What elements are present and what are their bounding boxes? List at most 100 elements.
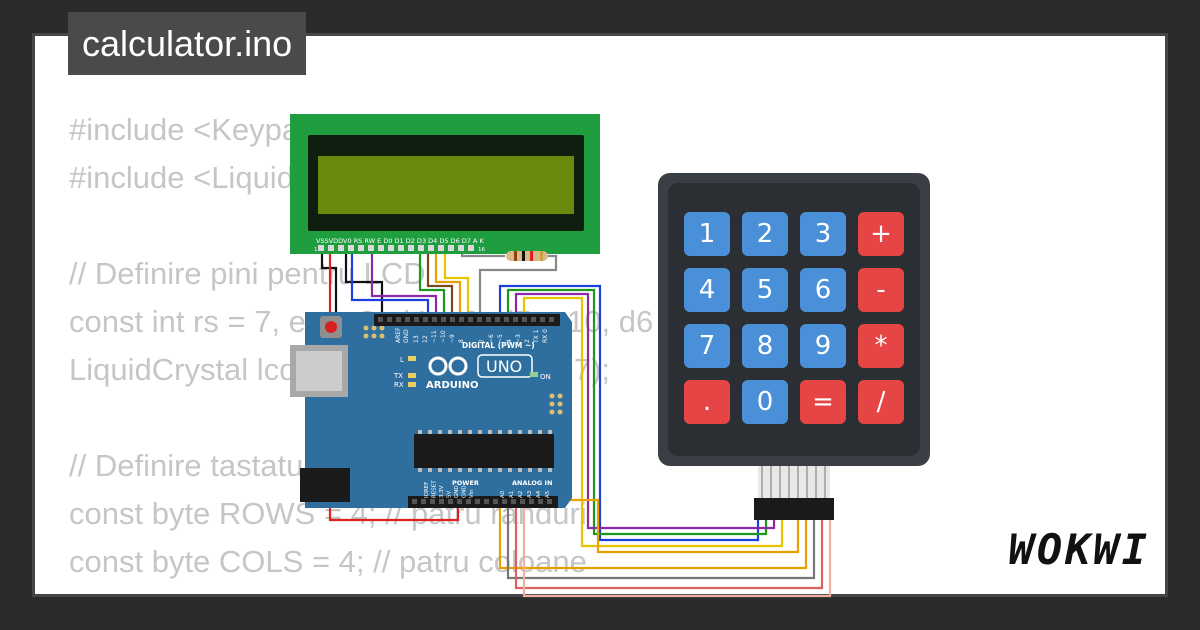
header-hole[interactable] — [396, 317, 401, 322]
header-hole[interactable] — [495, 317, 500, 322]
lcd-pin[interactable] — [398, 245, 404, 251]
keypad-key-cap — [742, 212, 788, 256]
lcd-screen — [318, 156, 574, 214]
chip-pin — [548, 468, 552, 472]
digital-label: DIGITAL (PWM ~) — [462, 341, 535, 350]
header-hole[interactable] — [459, 317, 464, 322]
header-hole[interactable] — [468, 317, 473, 322]
lcd-pin[interactable] — [318, 245, 324, 251]
header-hole[interactable] — [538, 499, 543, 504]
header-hole[interactable] — [513, 317, 518, 322]
header-hole[interactable] — [378, 317, 383, 322]
digital-pin-label: 2 — [524, 339, 531, 343]
keypad-key[interactable]: . — [684, 380, 730, 424]
chip-pin — [508, 468, 512, 472]
lcd-pin[interactable] — [458, 245, 464, 251]
header-hole[interactable] — [387, 317, 392, 322]
power-label: POWER — [452, 479, 479, 487]
digital-pin-label: TX 1 — [533, 329, 540, 344]
header-hole[interactable] — [502, 499, 507, 504]
keypad-key[interactable]: 4 — [684, 268, 730, 312]
keypad-key[interactable]: + — [858, 212, 904, 256]
keypad-key[interactable]: / — [858, 380, 904, 424]
lcd-pin[interactable] — [468, 245, 474, 251]
lcd-module[interactable]: VSSVDDV0 RS RW E D0 D1 D2 D3 D4 D5 D6 D7… — [290, 114, 600, 254]
header-hole[interactable] — [423, 317, 428, 322]
keypad-key[interactable]: 7 — [684, 324, 730, 368]
keypad-key[interactable]: 3 — [800, 212, 846, 256]
lcd-pin[interactable] — [358, 245, 364, 251]
header-hole[interactable] — [412, 499, 417, 504]
lcd-pin[interactable] — [338, 245, 344, 251]
lcd-pin[interactable] — [368, 245, 374, 251]
header-hole[interactable] — [405, 317, 410, 322]
header-hole[interactable] — [421, 499, 426, 504]
lcd-pin[interactable] — [328, 245, 334, 251]
header-hole[interactable] — [450, 317, 455, 322]
lcd-pin[interactable] — [348, 245, 354, 251]
icsp-pin — [557, 409, 563, 415]
header-hole[interactable] — [448, 499, 453, 504]
icsp-pin — [549, 409, 555, 415]
led-tx-label: TX — [393, 372, 403, 380]
icsp-pin — [549, 401, 555, 407]
lcd-pin-first: 1 — [314, 247, 318, 253]
chip-pin — [478, 430, 482, 434]
chip-pin — [468, 430, 472, 434]
header-hole[interactable] — [432, 317, 437, 322]
keypad-key-cap — [742, 380, 788, 424]
header-hole[interactable] — [430, 499, 435, 504]
header-hole[interactable] — [549, 317, 554, 322]
header-hole[interactable] — [522, 317, 527, 322]
header-hole[interactable] — [441, 317, 446, 322]
header-hole[interactable] — [457, 499, 462, 504]
chip-pin — [458, 468, 462, 472]
lcd-pin[interactable] — [438, 245, 444, 251]
keypad-key[interactable]: 0 — [742, 380, 788, 424]
header-hole[interactable] — [475, 499, 480, 504]
keypad-key[interactable]: = — [800, 380, 846, 424]
power-pin-label: 5V — [447, 491, 453, 498]
header-hole[interactable] — [414, 317, 419, 322]
keypad-connector — [754, 498, 834, 520]
digital-pin-label: 4 — [506, 339, 513, 343]
header-hole[interactable] — [486, 317, 491, 322]
lcd-pin[interactable] — [428, 245, 434, 251]
lcd-pin[interactable] — [388, 245, 394, 251]
wokwi-logo: WOKWI — [1008, 525, 1150, 574]
lcd-pin[interactable] — [448, 245, 454, 251]
lcd-pin[interactable] — [378, 245, 384, 251]
keypad-key[interactable]: 1 — [684, 212, 730, 256]
header-hole[interactable] — [477, 317, 482, 322]
keypad-key-cap — [858, 268, 904, 312]
header-hole[interactable] — [531, 317, 536, 322]
keypad-key-label: = — [812, 387, 834, 417]
keypad-key[interactable]: 6 — [800, 268, 846, 312]
header-hole[interactable] — [520, 499, 525, 504]
header-hole[interactable] — [511, 499, 516, 504]
keypad-key[interactable]: 5 — [742, 268, 788, 312]
keypad-key-label: 2 — [757, 219, 774, 249]
header-hole[interactable] — [466, 499, 471, 504]
header-hole[interactable] — [529, 499, 534, 504]
header-hole[interactable] — [493, 499, 498, 504]
header-hole[interactable] — [547, 499, 552, 504]
keypad-key[interactable]: - — [858, 268, 904, 312]
chip-pin — [528, 430, 532, 434]
keypad-key[interactable]: * — [858, 324, 904, 368]
resistor-band — [530, 251, 533, 261]
resistor-band — [540, 251, 543, 261]
keypad-key[interactable]: 9 — [800, 324, 846, 368]
lcd-pin[interactable] — [408, 245, 414, 251]
header-hole[interactable] — [484, 499, 489, 504]
resistor[interactable] — [506, 251, 548, 261]
header-hole[interactable] — [439, 499, 444, 504]
header-hole[interactable] — [504, 317, 509, 322]
lcd-pin[interactable] — [418, 245, 424, 251]
chip-pin — [528, 468, 532, 472]
keypad-key[interactable]: 8 — [742, 324, 788, 368]
keypad-key[interactable]: 2 — [742, 212, 788, 256]
header-hole[interactable] — [540, 317, 545, 322]
